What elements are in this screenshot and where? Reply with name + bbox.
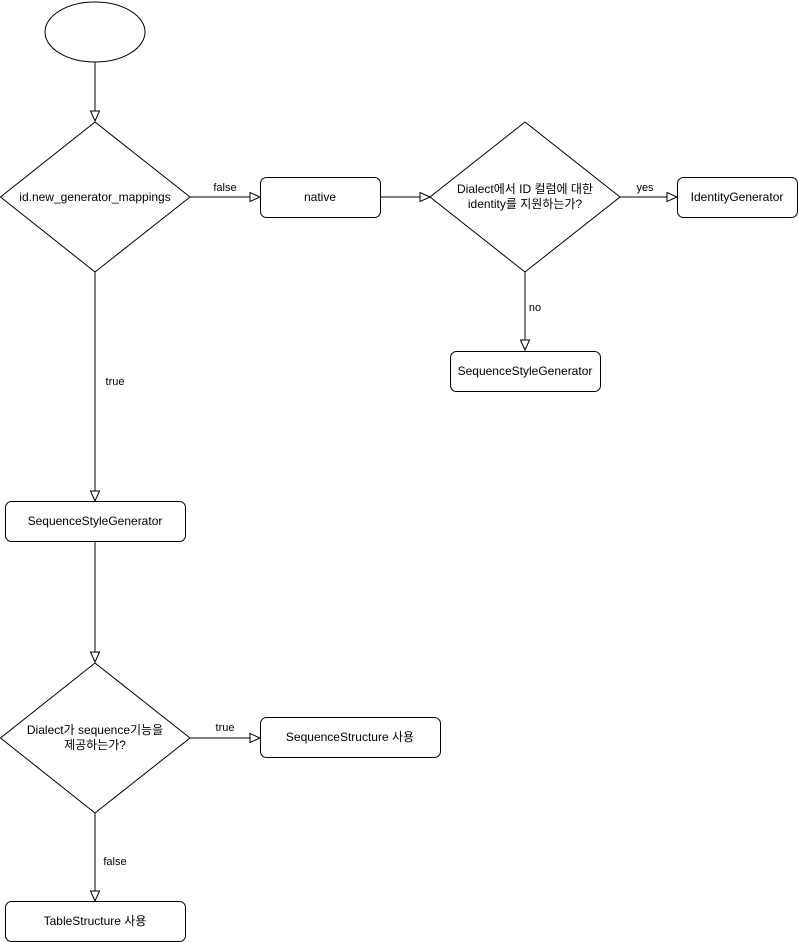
sequence-structure-label: SequenceStructure 사용 xyxy=(286,730,414,744)
decision-sequence-label-line1: Dialect가 sequence기능을 xyxy=(27,723,163,737)
table-structure-label: TableStructure 사용 xyxy=(44,914,147,928)
edge-label-sequence-true: true xyxy=(216,722,235,734)
sequence-style-generator-right-node: SequenceStyleGenerator xyxy=(450,351,601,392)
arrowhead xyxy=(419,191,432,203)
sequence-structure-node: SequenceStructure 사용 xyxy=(260,717,441,758)
edge-labels: false true yes no true false xyxy=(103,182,654,868)
edge-label-mappings-true: true xyxy=(106,376,125,388)
edge-label-identity-yes: yes xyxy=(636,182,654,194)
arrowhead xyxy=(519,339,531,352)
decision-mappings-label: id.new_generator_mappings xyxy=(19,190,170,204)
arrowhead xyxy=(89,890,101,903)
native-node: native xyxy=(260,177,381,218)
native-node-label: native xyxy=(304,190,336,204)
start-node xyxy=(44,1,146,63)
decision-identity-label-line2: identity를 지원하는가? xyxy=(468,197,583,211)
decision-sequence-label-line2: 제공하는가? xyxy=(64,738,126,752)
arrowhead xyxy=(249,191,262,203)
sequence-style-generator-main-label: SequenceStyleGenerator xyxy=(28,514,163,528)
edge-label-identity-no: no xyxy=(529,302,541,314)
decision-identity-label-line1: Dialect에서 ID 컬럼에 대한 xyxy=(457,182,593,196)
decision-identity: Dialect에서 ID 컬럼에 대한 identity를 지원하는가? xyxy=(429,121,621,273)
arrowhead xyxy=(89,651,101,664)
decision-mappings: id.new_generator_mappings xyxy=(0,121,191,273)
sequence-style-generator-right-label: SequenceStyleGenerator xyxy=(458,364,593,378)
edge-label-mappings-false: false xyxy=(213,182,236,194)
arrowhead xyxy=(89,110,101,123)
arrowhead xyxy=(666,191,679,203)
edge-label-sequence-false: false xyxy=(103,856,126,868)
identity-generator-label: IdentityGenerator xyxy=(691,190,784,204)
identity-generator-node: IdentityGenerator xyxy=(677,177,798,218)
decision-sequence: Dialect가 sequence기능을 제공하는가? xyxy=(0,662,191,814)
edges xyxy=(89,62,679,903)
arrowhead xyxy=(89,490,101,503)
sequence-style-generator-main-node: SequenceStyleGenerator xyxy=(5,501,186,542)
arrowhead xyxy=(249,732,262,744)
table-structure-node: TableStructure 사용 xyxy=(5,901,186,942)
